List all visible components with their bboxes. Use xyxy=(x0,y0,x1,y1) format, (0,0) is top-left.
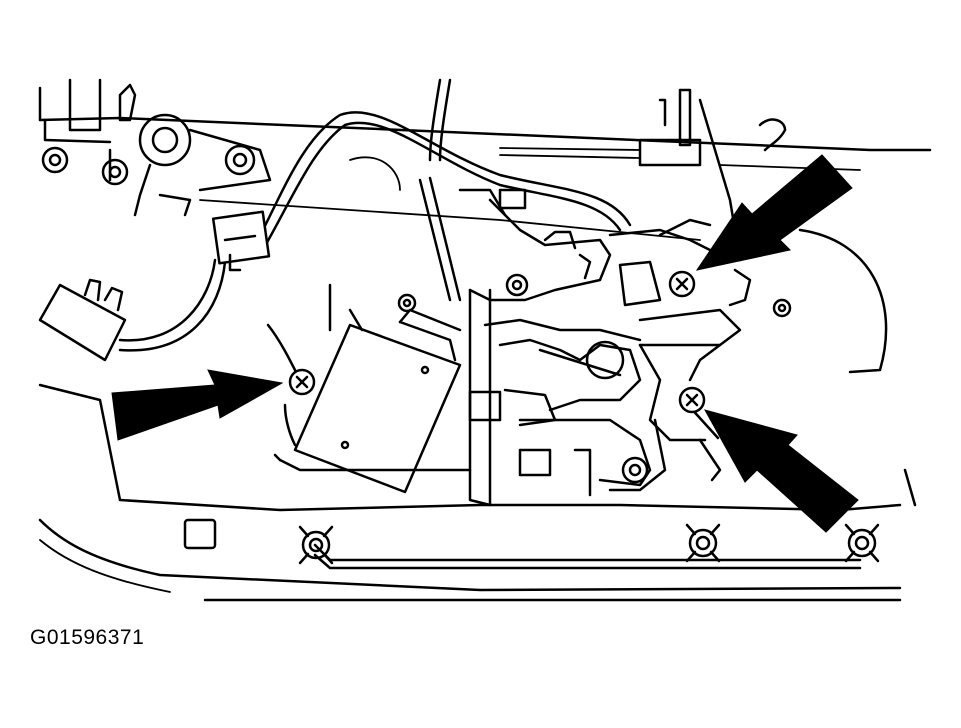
connector-upper xyxy=(211,210,271,272)
rod-clip-middle xyxy=(685,523,721,563)
connector-left xyxy=(38,278,127,362)
lock-cylinder xyxy=(118,83,272,217)
screw-upper-right xyxy=(668,270,696,298)
arrow-upper-right xyxy=(695,154,853,271)
figure-id-label: G01596371 xyxy=(30,626,145,649)
rod-clip-right xyxy=(844,523,880,563)
wire-harness xyxy=(118,78,632,352)
lock-actuator xyxy=(293,283,462,494)
latch-body xyxy=(458,188,652,507)
door-panel-outline xyxy=(38,86,932,602)
lower-rod xyxy=(183,518,862,570)
arrow-left xyxy=(111,369,284,441)
screw-left xyxy=(288,368,316,396)
screw-lower-right xyxy=(678,386,706,414)
rod-clip-left xyxy=(298,525,334,565)
latch-lever-right xyxy=(608,218,752,492)
washers xyxy=(41,144,792,484)
arrow-lower-right xyxy=(703,409,859,533)
